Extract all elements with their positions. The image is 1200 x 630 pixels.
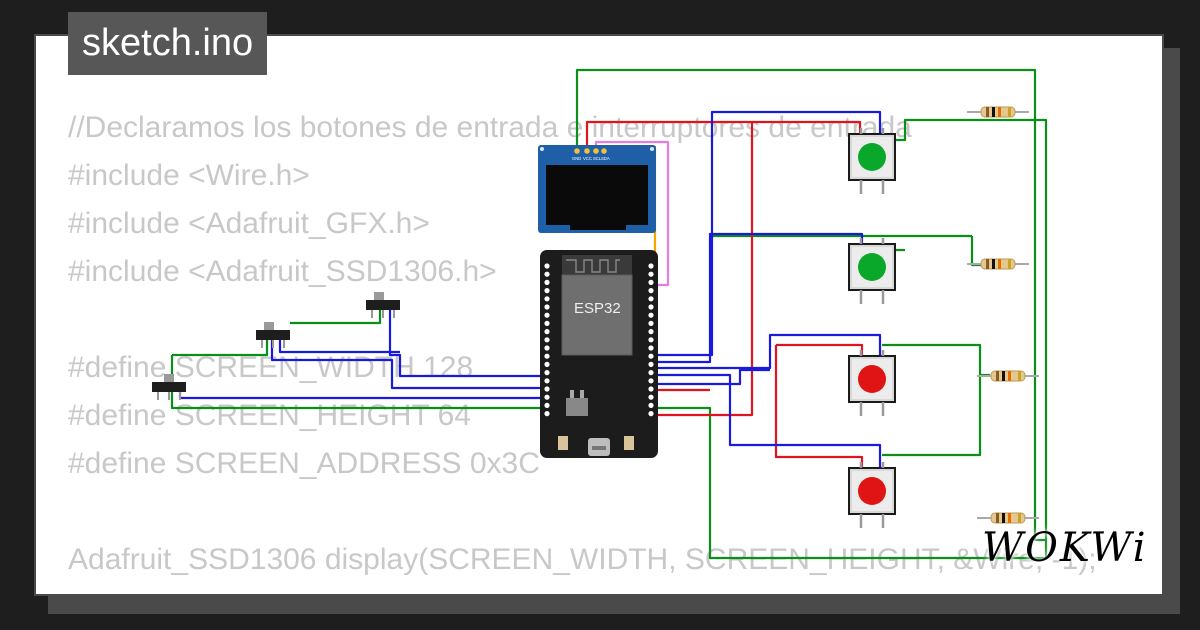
header-pin[interactable] — [648, 312, 654, 318]
header-pin[interactable] — [544, 329, 550, 335]
code-line: #define SCREEN_HEIGHT 64 — [68, 399, 471, 432]
header-pin[interactable] — [544, 263, 550, 269]
header-pin[interactable] — [544, 312, 550, 318]
header-pin[interactable] — [544, 320, 550, 326]
header-pin[interactable] — [544, 337, 550, 343]
header-pin[interactable] — [648, 361, 654, 367]
code-line: #include <Adafruit_SSD1306.h> — [68, 255, 497, 288]
header-pin[interactable] — [648, 337, 654, 343]
header-pin[interactable] — [544, 370, 550, 376]
oled-pin-label: SDA — [601, 156, 610, 161]
header-pin[interactable] — [648, 296, 654, 302]
slide-switch[interactable] — [366, 292, 400, 318]
header-pin[interactable] — [544, 271, 550, 277]
header-pin[interactable] — [544, 402, 550, 408]
push-button-green[interactable] — [848, 238, 896, 304]
code-preview: //Declaramos los botones de entrada e in… — [68, 104, 1097, 584]
oled-pin-label: SCL — [593, 156, 602, 161]
esp32-board[interactable]: ESP32 — [540, 250, 658, 458]
header-pin[interactable] — [648, 329, 654, 335]
header-pin[interactable] — [648, 370, 654, 376]
header-pin[interactable] — [648, 402, 654, 408]
oled-pin-label: GND — [572, 156, 581, 161]
resistor[interactable] — [967, 258, 1029, 270]
file-tab[interactable]: sketch.ino — [68, 12, 268, 75]
header-pin[interactable] — [648, 288, 654, 294]
header-pin[interactable] — [544, 288, 550, 294]
header-pin[interactable] — [648, 394, 654, 400]
oled-display[interactable]: GND VCC SCL SDA — [538, 145, 656, 233]
code-line: #define SCREEN_ADDRESS 0x3C — [68, 447, 540, 480]
oled-pin-label: VCC — [583, 156, 592, 161]
header-pin[interactable] — [544, 345, 550, 351]
resistor[interactable] — [977, 512, 1039, 524]
code-line: //Declaramos los botones de entrada e in… — [68, 111, 912, 144]
header-pin[interactable] — [648, 263, 654, 269]
header-pin[interactable] — [648, 320, 654, 326]
header-pin[interactable] — [648, 345, 654, 351]
push-button-red[interactable] — [848, 462, 896, 528]
header-pin[interactable] — [544, 304, 550, 310]
push-button-green[interactable] — [848, 128, 896, 194]
header-pin[interactable] — [544, 378, 550, 384]
code-line: #define SCREEN_WIDTH 128 — [68, 351, 474, 384]
chip-label: ESP32 — [574, 300, 621, 317]
resistor[interactable] — [967, 106, 1029, 118]
header-pin[interactable] — [544, 394, 550, 400]
header-pin[interactable] — [544, 386, 550, 392]
header-pin[interactable] — [648, 271, 654, 277]
header-pin[interactable] — [648, 386, 654, 392]
slide-switch[interactable] — [152, 374, 186, 400]
resistor[interactable] — [977, 370, 1039, 382]
code-line: Adafruit_SSD1306 display(SCREEN_WIDTH, S… — [68, 543, 1097, 576]
wokwi-logo: WOKWi — [982, 525, 1148, 571]
push-button-red[interactable] — [848, 350, 896, 416]
slide-switch[interactable] — [256, 322, 290, 348]
code-line: #include <Adafruit_GFX.h> — [68, 207, 430, 240]
header-pin[interactable] — [648, 279, 654, 285]
header-pin[interactable] — [544, 296, 550, 302]
header-pin[interactable] — [648, 353, 654, 359]
header-pin[interactable] — [648, 411, 654, 417]
header-pin[interactable] — [544, 353, 550, 359]
header-pin[interactable] — [544, 361, 550, 367]
header-pin[interactable] — [544, 279, 550, 285]
code-line: #include <Wire.h> — [68, 159, 310, 192]
header-pin[interactable] — [544, 411, 550, 417]
header-pin[interactable] — [648, 304, 654, 310]
header-pin[interactable] — [648, 378, 654, 384]
